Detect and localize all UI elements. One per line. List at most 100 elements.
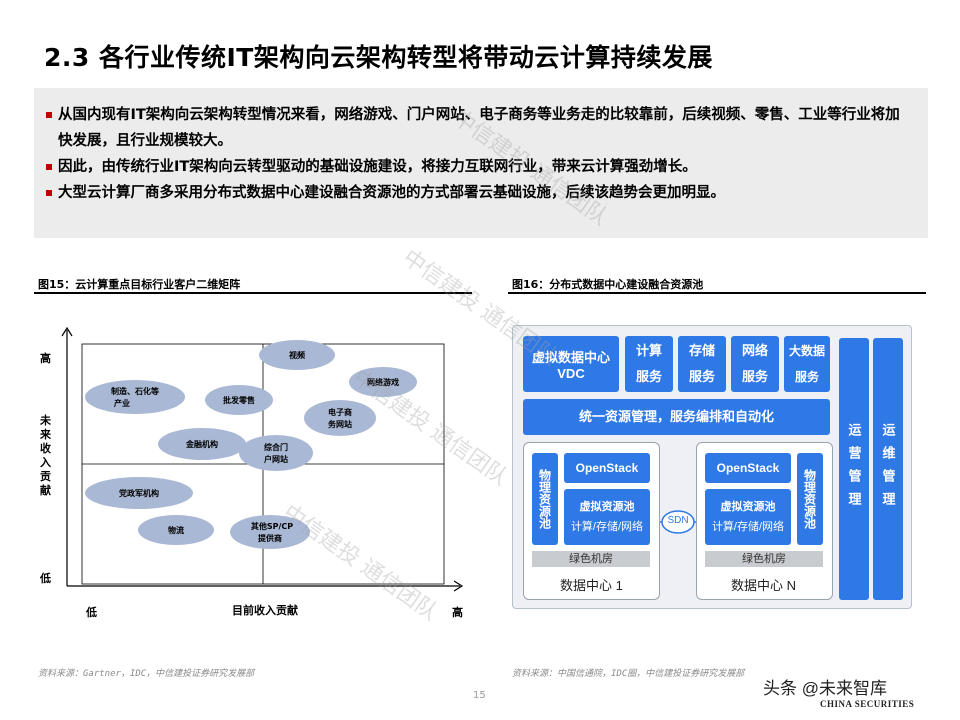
green-room-label: 绿色机房 [532,551,650,567]
bubble-label: 视频 [289,350,305,360]
bullet-text: 大型云计算厂商多采用分布式数据中心建设融合资源池的方式部署云基础设施，后续该趋势… [58,185,725,201]
virtual-pool-block: 虚拟资源池 计算/存储/网络 [705,489,791,545]
brand-watermark: 头条 @未来智库 [763,679,887,698]
sdn-label: SDN [667,515,689,526]
x-high-label: 高 [452,605,463,619]
bubble-online-game: 网络游戏 [349,367,417,397]
storage-service-block: 存储 服务 [678,336,726,392]
bubble-label: 金融机构 [185,439,218,449]
bubble-label: 电子商 [328,407,352,417]
figure15-source: 资料来源：Gartner，IDC，中信建投证券研究发展部 [38,669,255,679]
bubble-finance: 金融机构 [158,428,246,460]
brand-subtitle: CHINA SECURITIES [820,699,915,709]
maint-text: 运维管理 [880,423,896,515]
bullet-square-icon [46,164,52,170]
bubble-portal: 综合门 户网站 [239,435,313,471]
vdc-block: 虚拟数据中心 VDC [523,336,619,392]
service-line1: 大数据 [788,344,825,358]
data-center-n: OpenStack 虚拟资源池 计算/存储/网络 物理资源池 绿色机房 数据中心… [696,442,833,600]
sdn-ellipse [661,510,695,534]
y-axis-title-char: 来 [39,427,52,441]
bubble-label: 综合门 [264,442,288,452]
openstack-block: OpenStack [705,453,791,483]
data-center-1-label: 数据中心 1 [560,578,623,593]
bullet-text: 因此，由传统行业IT架构向云转型驱动的基础设施建设，将接力互联网行业，带来云计算… [58,159,697,175]
x-axis-title: 目前收入贡献 [232,603,298,617]
bubble-label: 党政军机构 [119,488,159,498]
bullet-item: 因此，由传统行业IT架构向云转型驱动的基础设施建设，将接力互联网行业，带来云计算… [46,154,912,180]
sdn-link [660,510,696,534]
y-axis-title-char: 未 [39,413,52,427]
x-low-label: 低 [85,605,97,619]
physical-pool-text: 物理资源池 [802,469,817,529]
bullet-square-icon [46,112,52,118]
bullet-text: 从国内现有IT架构向云架构转型情况来看，网络游戏、门户网站、电子商务等业务走的比… [58,107,900,149]
y-axis-title-char: 献 [40,483,51,497]
customer-matrix: 高 低 低 高 目前收入贡献 未 来 收 入 贡 献 视频 网络游戏 制造、石化… [39,326,464,619]
service-line1: 计算 [635,343,662,358]
bubble-label: 制造、石化等 [111,386,159,396]
virtual-pool-block: 虚拟资源池 计算/存储/网络 [564,489,650,545]
virtual-pool-sub: 计算/存储/网络 [570,521,644,533]
data-center-n-label: 数据中心 N [731,578,797,593]
bullet-item: 从国内现有IT架构向云架构转型情况来看，网络游戏、门户网站、电子商务等业务走的比… [46,102,912,154]
bubble-label: 务网站 [328,419,352,429]
service-line2: 服务 [794,370,819,384]
physical-pool-block: 物理资源池 [532,453,558,545]
bubble-label: 提供商 [258,533,282,543]
bubble-video: 视频 [259,340,335,370]
service-line2: 服务 [741,369,768,384]
unified-management-bar: 统一资源管理，服务编排和自动化 [523,399,830,435]
figure15-rule [34,292,472,294]
y-axis-title-char: 收 [40,441,51,455]
virtual-pool-title: 虚拟资源池 [579,501,635,513]
bubble-other-sp-cp: 其他SP/CP 提供商 [230,515,310,549]
green-room-label: 绿色机房 [705,551,823,567]
service-line1: 存储 [688,343,715,358]
bubble-government: 党政军机构 [85,477,193,509]
vdc-line1: 虚拟数据中心 [531,350,610,365]
bubble-label: 户网站 [264,454,288,464]
y-axis-title-char: 入 [40,456,51,469]
bubble-label: 批发零售 [223,395,255,405]
physical-pool-text: 物理资源池 [537,469,552,529]
maintenance-management-bar: 运维管理 [873,338,903,600]
vdc-line2: VDC [557,366,585,381]
page-number: 15 [473,690,486,701]
x-axis-arrow-icon [453,580,464,592]
y-low-label: 低 [39,571,51,585]
bubble-label: 其他SP/CP [251,521,293,531]
page-title: 2.3 各行业传统IT架构向云架构转型将带动云计算持续发展 [44,43,713,72]
y-axis-arrow-icon [61,326,73,337]
bubble-label: 物流 [168,525,184,535]
figure16-title: 图16：分布式数据中心建设融合资源池 [512,278,704,291]
virtual-pool-sub: 计算/存储/网络 [711,521,785,533]
service-line2: 服务 [635,369,662,384]
data-center-1: 物理资源池 OpenStack 虚拟资源池 计算/存储/网络 绿色机房 数据中心… [523,442,660,600]
physical-pool-block: 物理资源池 [797,453,823,545]
bubble-manufacturing: 制造、石化等 产业 [85,380,185,414]
openstack-block: OpenStack [564,453,650,483]
bubble-label: 产业 [114,398,130,408]
y-axis-title-char: 贡 [40,470,51,483]
ops-text: 运营管理 [846,423,862,515]
figure16-source: 资料来源：中国信通院，IDC圈，中信建投证券研究发展部 [512,669,745,679]
bubble-label: 网络游戏 [367,377,399,387]
figure15-title: 图15：云计算重点目标行业客户二维矩阵 [38,278,241,291]
compute-service-block: 计算 服务 [625,336,673,392]
bigdata-service-block: 大数据 服务 [784,336,830,392]
y-high-label: 高 [40,351,51,365]
virtual-pool-title: 虚拟资源池 [720,501,776,513]
network-service-block: 网络 服务 [731,336,779,392]
summary-box: 从国内现有IT架构向云架构转型情况来看，网络游戏、门户网站、电子商务等业务走的比… [34,88,928,238]
service-line2: 服务 [688,369,715,384]
bullet-item: 大型云计算厂商多采用分布式数据中心建设融合资源池的方式部署云基础设施，后续该趋势… [46,180,912,206]
service-line1: 网络 [741,343,768,358]
bubble-wholesale-retail: 批发零售 [205,385,273,415]
resource-pool-diagram: 虚拟数据中心 VDC 计算 服务 存储 服务 网络 服务 大数据 服务 统一资源… [512,325,912,609]
bubble-logistics: 物流 [138,515,214,545]
operations-management-bar: 运营管理 [839,338,869,600]
y-axis-title: 未 来 收 入 贡 献 [39,413,52,497]
bubble-ecommerce: 电子商 务网站 [304,400,376,436]
bullet-square-icon [46,190,52,196]
